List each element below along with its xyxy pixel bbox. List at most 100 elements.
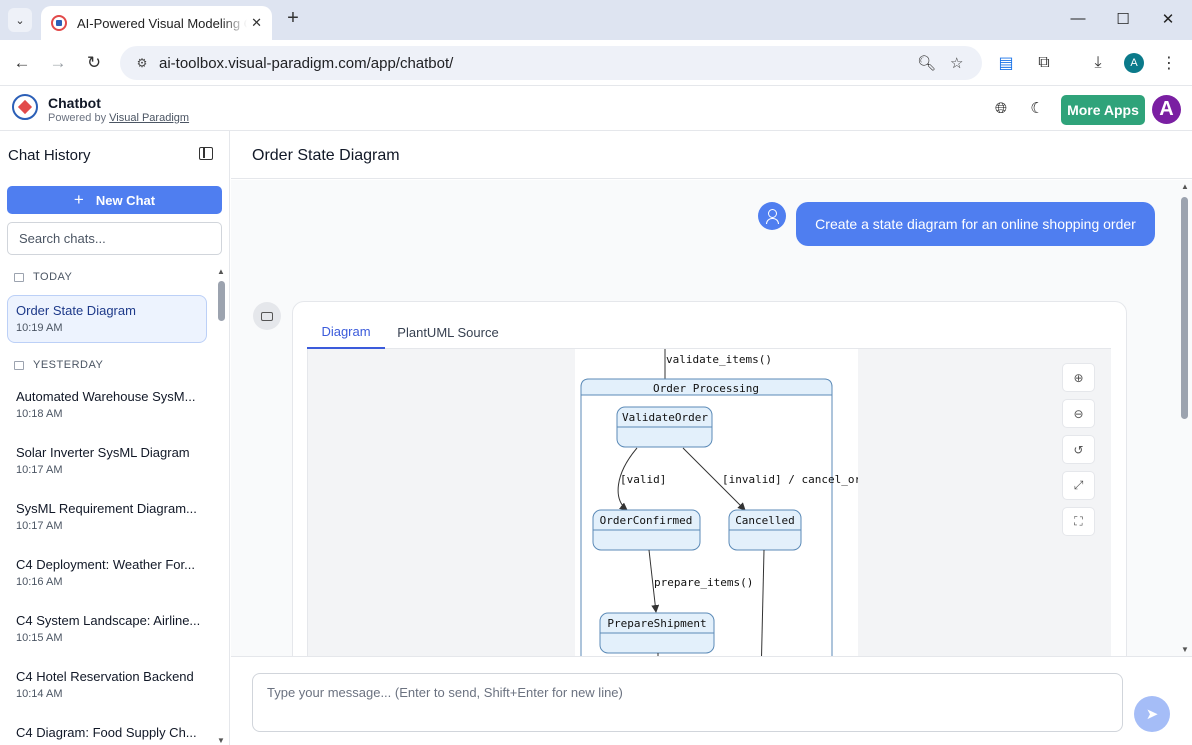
close-tab-icon[interactable]: ✕ xyxy=(251,15,262,30)
zoom-out-button[interactable]: ⊖ xyxy=(1062,399,1095,428)
browser-menu-icon[interactable]: ⋮ xyxy=(1161,55,1177,72)
new-tab-button[interactable]: + xyxy=(287,7,299,29)
new-chat-label: New Chat xyxy=(95,192,156,208)
site-info-icon[interactable]: ⚙ xyxy=(136,56,148,70)
minimize-button[interactable]: — xyxy=(1070,10,1086,27)
group-label-today: TODAY xyxy=(0,263,216,291)
chat-item[interactable]: C4 Hotel Reservation Backend 10:14 AM xyxy=(0,659,216,715)
conversation-header: Order State Diagram xyxy=(231,131,1192,179)
diagram-viewport[interactable]: validate_items() Order Processing Valida… xyxy=(307,349,1111,656)
tab-diagram[interactable]: Diagram xyxy=(307,316,385,349)
sidebar-toggle-icon[interactable] xyxy=(199,147,213,160)
chat-item-title: C4 Diagram: Food Supply Ch... xyxy=(16,725,197,740)
bookmark-star-icon[interactable]: ☆ xyxy=(950,55,964,72)
plus-icon: + xyxy=(73,190,84,209)
bot-avatar-icon xyxy=(253,302,281,330)
transition-label: [invalid] / cancel_order() xyxy=(722,473,858,486)
calendar-icon xyxy=(14,272,24,282)
forward-button[interactable]: → xyxy=(49,53,67,72)
search-chats-input[interactable] xyxy=(7,222,222,255)
tab-search-button[interactable]: ⌄ xyxy=(8,8,32,32)
chat-item-title: C4 Hotel Reservation Backend xyxy=(16,669,194,684)
scroll-up-arrow-icon[interactable]: ▲ xyxy=(217,267,225,276)
chat-item[interactable]: C4 Diagram: Food Supply Ch... xyxy=(0,715,216,745)
chat-item-order-state-diagram[interactable]: Order State Diagram 10:19 AM xyxy=(7,295,207,343)
chat-messages: Create a state diagram for an online sho… xyxy=(231,180,1192,656)
transition-prepare xyxy=(648,549,660,613)
reset-view-button[interactable]: ↺ xyxy=(1062,435,1095,464)
transition-label: [valid] xyxy=(620,473,666,486)
chat-item-title: SysML Requirement Diagram... xyxy=(16,501,197,516)
fit-view-button[interactable]: ⤢ xyxy=(1062,471,1095,500)
send-button[interactable]: ➤ xyxy=(1134,696,1170,732)
visual-paradigm-logo-icon xyxy=(12,94,38,120)
address-bar[interactable]: ⚙ ai-toolbox.visual-paradigm.com/app/cha… xyxy=(120,46,982,80)
zoom-icon[interactable]: 🔍︎ xyxy=(917,55,937,72)
close-window-button[interactable]: ✕ xyxy=(1161,11,1175,28)
composite-state-header xyxy=(580,378,833,396)
extensions-puzzle-icon[interactable]: ⧉ xyxy=(1038,54,1050,71)
response-tabs: Diagram PlantUML Source xyxy=(307,316,1111,349)
tab-title: AI-Powered Visual Modeling Chatbot xyxy=(77,15,247,31)
download-icon[interactable]: ⤓ xyxy=(1094,54,1102,71)
chat-item-time: 10:17 AM xyxy=(16,464,63,476)
state-label: OrderConfirmed xyxy=(600,514,693,527)
reload-button[interactable]: ↻ xyxy=(86,53,102,72)
chat-history-sidebar: Chat History + New Chat TODAY Order Stat… xyxy=(0,131,230,745)
browser-tabstrip: ⌄ AI-Powered Visual Modeling Chatbot ✕ +… xyxy=(0,0,1192,40)
powered-by: Powered by Visual Paradigm xyxy=(48,112,189,124)
chat-item[interactable]: Automated Warehouse SysM... 10:18 AM xyxy=(0,379,216,435)
more-apps-button[interactable]: More Apps xyxy=(1061,95,1145,125)
new-chat-button[interactable]: + New Chat xyxy=(7,186,222,214)
zoom-out-icon: ⊖ xyxy=(1073,406,1084,421)
url-text: ai-toolbox.visual-paradigm.com/app/chatb… xyxy=(159,54,454,72)
scroll-up-arrow-icon[interactable]: ▲ xyxy=(1181,182,1189,191)
calendar-icon xyxy=(14,360,24,370)
fullscreen-button[interactable]: ⛶ xyxy=(1062,507,1095,536)
scroll-down-arrow-icon[interactable]: ▼ xyxy=(217,736,225,745)
chat-item[interactable]: C4 Deployment: Weather For... 10:16 AM xyxy=(0,547,216,603)
chat-item-title: Order State Diagram xyxy=(16,303,136,318)
zoom-in-button[interactable]: ⊕ xyxy=(1062,363,1095,392)
chat-scroll-thumb[interactable] xyxy=(1181,197,1188,419)
message-input[interactable] xyxy=(252,673,1123,732)
chat-item[interactable]: SysML Requirement Diagram... 10:17 AM xyxy=(0,491,216,547)
state-diagram-svg: validate_items() Order Processing Valida… xyxy=(580,349,894,656)
scroll-down-arrow-icon[interactable]: ▼ xyxy=(1181,645,1189,654)
browser-tab[interactable]: AI-Powered Visual Modeling Chatbot ✕ xyxy=(41,6,272,40)
sidebar-scroll-thumb[interactable] xyxy=(218,281,225,321)
sidebar-scrollbar[interactable]: ▲ ▼ xyxy=(216,267,228,745)
chat-item-title: Automated Warehouse SysM... xyxy=(16,389,196,404)
maximize-button[interactable]: ☐ xyxy=(1116,11,1130,28)
bot-response-card: Diagram PlantUML Source validate_items() xyxy=(292,301,1127,656)
app-title: Chatbot xyxy=(48,95,101,111)
chat-item[interactable]: C4 System Landscape: Airline... 10:15 AM xyxy=(0,603,216,659)
state-diagram: validate_items() Order Processing Valida… xyxy=(575,349,894,656)
site-favicon-icon xyxy=(51,15,67,31)
entry-transition-label: validate_items() xyxy=(666,353,772,366)
user-avatar[interactable]: A xyxy=(1152,95,1181,124)
app-header: Chatbot Powered by Visual Paradigm 🌐︎ ☾ … xyxy=(0,87,1192,131)
chat-scrollbar[interactable]: ▲ ▼ xyxy=(1178,180,1192,656)
composite-state-label: Order Processing xyxy=(653,382,759,395)
visual-paradigm-link[interactable]: Visual Paradigm xyxy=(109,112,190,124)
chat-item-time: 10:16 AM xyxy=(16,576,63,588)
fullscreen-icon: ⛶ xyxy=(1074,514,1083,528)
user-message-bubble: Create a state diagram for an online sho… xyxy=(796,202,1155,246)
dark-mode-moon-icon[interactable]: ☾ xyxy=(1030,100,1044,117)
fit-to-screen-icon: ⤢ xyxy=(1073,478,1084,492)
back-button[interactable]: ← xyxy=(13,53,31,72)
language-globe-icon[interactable]: 🌐︎ xyxy=(994,100,1007,117)
chat-item-time: 10:15 AM xyxy=(16,632,63,644)
chat-item-title: C4 System Landscape: Airline... xyxy=(16,613,201,628)
chat-item-title: C4 Deployment: Weather For... xyxy=(16,557,195,572)
extension-doc-icon[interactable]: ▤ xyxy=(998,55,1014,72)
chat-item-time: 10:14 AM xyxy=(16,688,63,700)
tab-plantuml-source[interactable]: PlantUML Source xyxy=(397,325,499,340)
chat-item[interactable]: Solar Inverter SysML Diagram 10:17 AM xyxy=(0,435,216,491)
transition-valid xyxy=(617,447,638,511)
chat-item-time: 10:18 AM xyxy=(16,408,63,420)
group-label-yesterday: YESTERDAY xyxy=(0,351,216,379)
browser-profile-avatar[interactable]: A xyxy=(1124,53,1144,73)
chat-history-title: Chat History xyxy=(8,147,91,164)
